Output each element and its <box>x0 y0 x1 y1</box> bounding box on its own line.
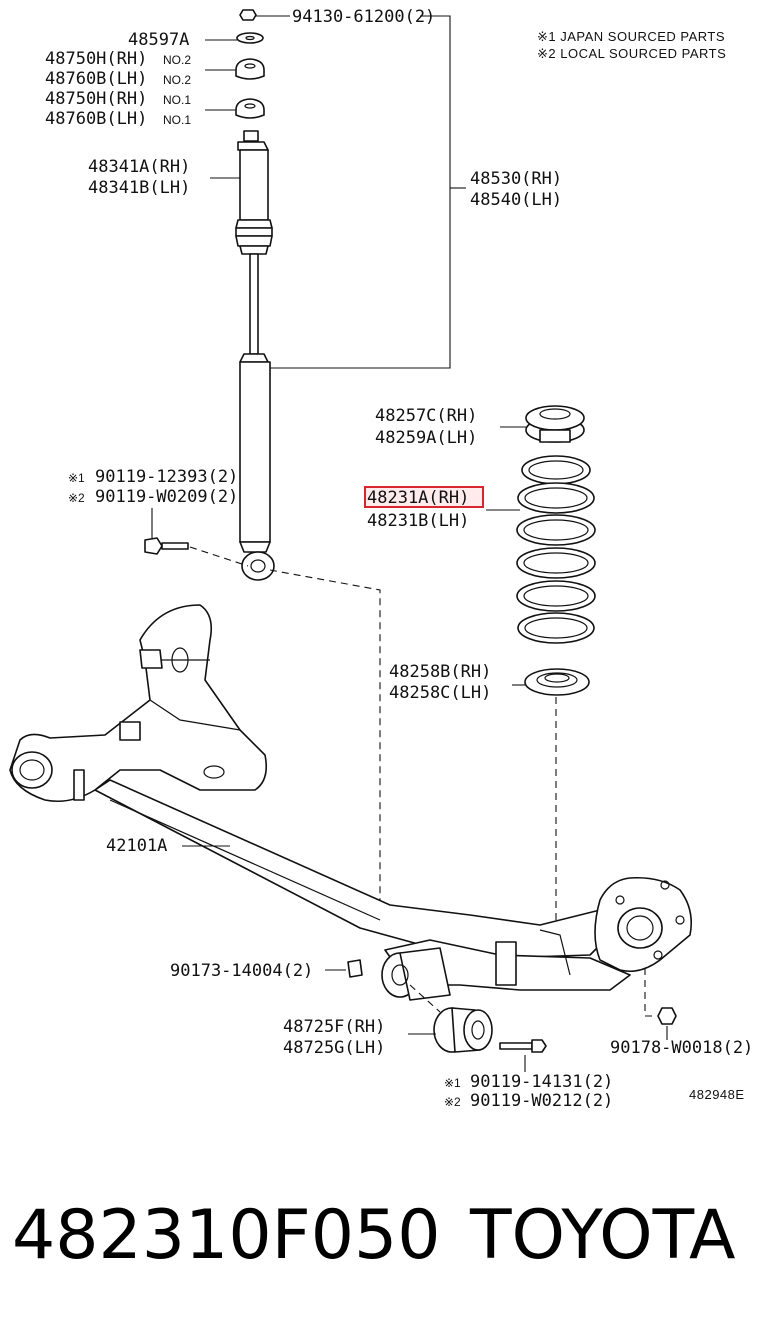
label-bolt-beam-1: 90119-14131(2) <box>470 1072 613 1092</box>
caption-brand: TOYOTA <box>469 1196 735 1275</box>
label-upper-seat-lh: 48259A(LH) <box>375 428 477 448</box>
mark1-shock-bolt: ※1 <box>68 471 85 485</box>
label-mount-lh-no2: 48760B(LH) <box>45 69 147 89</box>
bushing-icon[interactable] <box>433 1007 493 1053</box>
label-bushing-rh: 48725F(RH) <box>283 1017 385 1037</box>
beam-bushing-housing <box>381 947 451 1001</box>
label-bushing-lh: 48725G(LH) <box>283 1038 385 1058</box>
label-washer: 48597A <box>128 30 189 50</box>
hub-nut-icon[interactable] <box>657 1007 677 1025</box>
label-lower-seat-rh: 48258B(RH) <box>389 662 491 682</box>
shock-absorber-stack <box>235 9 275 581</box>
label-bolt-beam-2: 90119-W0212(2) <box>470 1091 613 1111</box>
label-no1-b: NO.1 <box>163 113 191 127</box>
label-bolt-shock-1: 90119-12393(2) <box>95 467 238 487</box>
piston-rod <box>249 253 259 355</box>
label-absorber-rh: 48530(RH) <box>470 169 562 189</box>
label-beam: 42101A <box>106 836 167 856</box>
spring-assembly <box>516 405 596 696</box>
beam-nut-icon[interactable] <box>347 959 363 978</box>
label-no1-a: NO.1 <box>163 93 191 107</box>
label-absorber-lh: 48540(LH) <box>470 190 562 210</box>
mount-no2-icon[interactable] <box>235 58 265 80</box>
diagram-id: 482948E <box>689 1087 745 1102</box>
label-nut-top: 94130-61200(2) <box>292 7 435 27</box>
note-local-sourced: ※2 LOCAL SOURCED PARTS <box>537 46 726 61</box>
washer-icon[interactable] <box>236 32 264 44</box>
label-spring-lh: 48231B(LH) <box>367 511 469 531</box>
label-lower-seat-lh: 48258C(LH) <box>389 683 491 703</box>
label-no2-b: NO.2 <box>163 73 191 87</box>
label-upper-seat-rh: 48257C(RH) <box>375 406 477 426</box>
label-mount-rh-no2: 48750H(RH) <box>45 49 147 69</box>
shock-body-icon[interactable] <box>239 353 275 581</box>
label-nut-beam: 90173-14004(2) <box>170 961 313 981</box>
label-nut-hub: 90178-W0018(2) <box>610 1038 753 1058</box>
note-japan-sourced: ※1 JAPAN SOURCED PARTS <box>537 29 725 44</box>
caption-part-number: 482310F050 <box>12 1196 441 1275</box>
mark2-shock-bolt: ※2 <box>68 491 85 505</box>
lower-spring-seat-icon[interactable] <box>524 668 590 696</box>
top-nut-icon[interactable] <box>239 9 257 21</box>
mark1-beam-bolt: ※1 <box>444 1076 461 1090</box>
axle-beam-icon[interactable] <box>9 604 693 991</box>
mark2-beam-bolt: ※2 <box>444 1095 461 1109</box>
label-mount-rh-no1: 48750H(RH) <box>45 89 147 109</box>
beam-bolt-icon[interactable] <box>499 1039 547 1053</box>
highlight-spring-rh <box>364 486 484 508</box>
bump-stopper-icon[interactable] <box>235 130 273 255</box>
coil-spring-icon[interactable] <box>516 455 596 644</box>
label-spring-rh[interactable]: 48231A(RH) <box>367 488 469 508</box>
shock-bolt-icon[interactable] <box>144 537 189 555</box>
label-mount-lh-no1: 48760B(LH) <box>45 109 147 129</box>
upper-spring-seat-icon[interactable] <box>525 405 585 443</box>
label-no2-a: NO.2 <box>163 53 191 67</box>
label-bolt-shock-2: 90119-W0209(2) <box>95 487 238 507</box>
label-bumper-rh: 48341A(RH) <box>88 157 190 177</box>
label-bumper-lh: 48341B(LH) <box>88 178 190 198</box>
